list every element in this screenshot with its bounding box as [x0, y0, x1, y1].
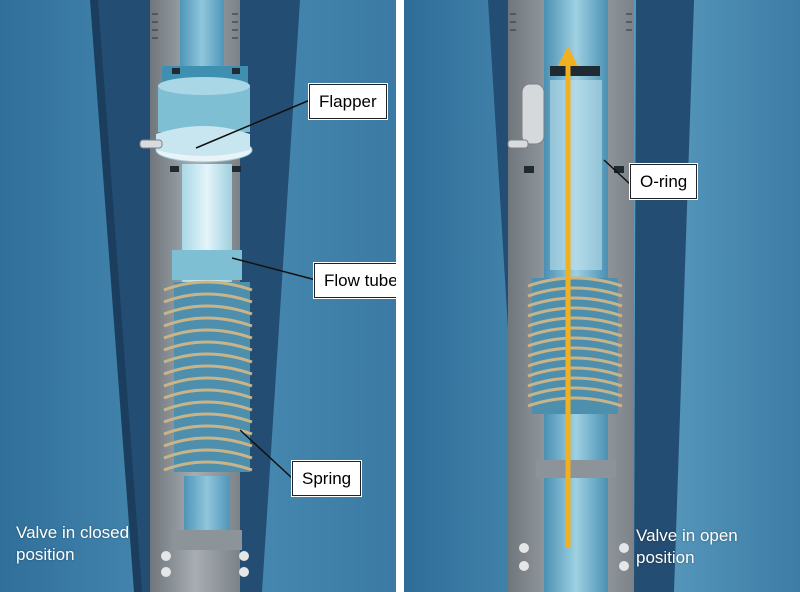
flapper-label: Flapper	[309, 84, 387, 119]
closed-caption-line-2: position	[16, 544, 129, 566]
closed-caption-line-1: Valve in closed	[16, 522, 129, 544]
open-caption-line-2: position	[636, 547, 738, 569]
spring-label: Spring	[292, 461, 361, 496]
flow-tube-label: Flow tube	[314, 263, 396, 298]
open-valve-panel: O-ring Valve in open position	[404, 0, 800, 592]
open-caption-line-1: Valve in open	[636, 525, 738, 547]
closed-position-caption: Valve in closed position	[16, 522, 129, 566]
closed-valve-panel: Flapper Flow tube Spring Valve in closed…	[0, 0, 396, 592]
o-ring-label: O-ring	[630, 164, 697, 199]
open-valve-illustration	[404, 0, 800, 592]
open-position-caption: Valve in open position	[636, 525, 738, 569]
